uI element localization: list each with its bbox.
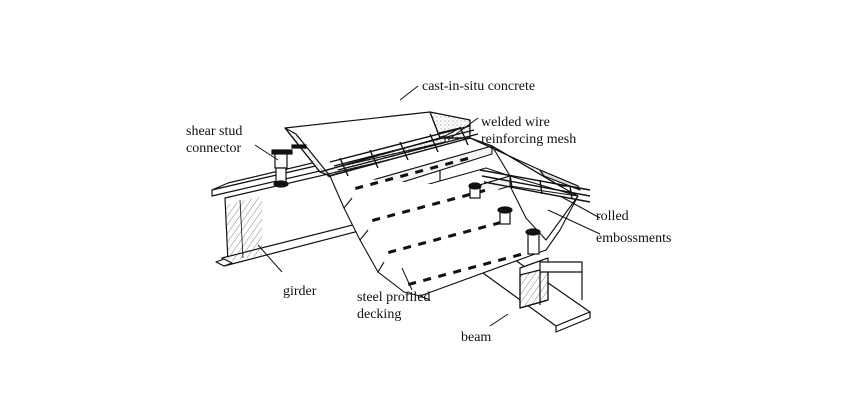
label-mesh-line1: welded wire xyxy=(481,115,550,130)
label-beam: beam xyxy=(461,330,492,345)
cast-in-situ-concrete xyxy=(284,111,581,191)
label-decking-line2: decking xyxy=(357,307,402,322)
label-girder: girder xyxy=(283,284,317,299)
welded-wire-mesh xyxy=(329,125,591,203)
label-concrete: cast-in-situ concrete xyxy=(422,79,536,94)
label-stud-line2: connector xyxy=(186,141,242,156)
label-stud-line1: shear stud xyxy=(186,124,243,139)
label-mesh-line2: reinforcing mesh xyxy=(481,132,577,147)
label-rolled-line2: embossments xyxy=(596,231,672,246)
shear-studs xyxy=(271,144,541,255)
leader-lines xyxy=(254,85,601,327)
label-rolled-line1: rolled xyxy=(596,209,629,224)
label-decking-line1: steel profiled xyxy=(357,290,431,305)
